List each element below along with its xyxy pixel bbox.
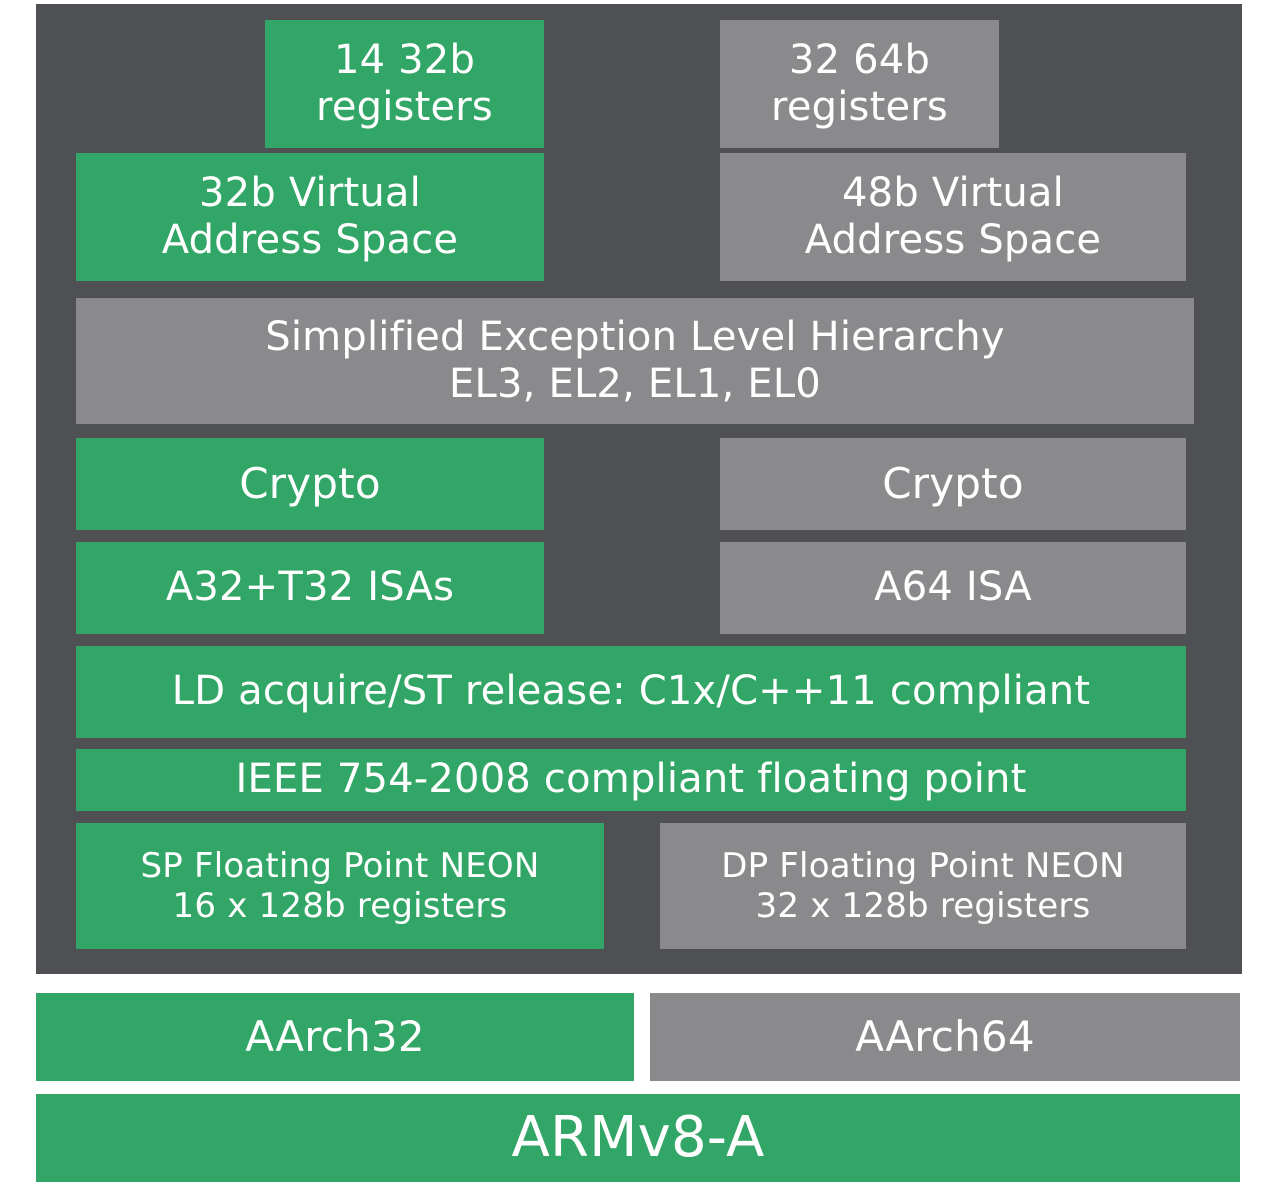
dp-neon-block: DP Floating Point NEON 32 x 128b registe… — [660, 823, 1186, 949]
crypto-64-block: Crypto — [720, 438, 1186, 530]
aarch32-label: AArch32 — [245, 1012, 425, 1062]
aarch32-block: AArch32 — [36, 993, 634, 1081]
registers-64b-line1: 32 64b — [788, 36, 931, 83]
exception-level-block: Simplified Exception Level Hierarchy EL3… — [76, 298, 1194, 424]
registers-32b-block: 14 32b registers — [265, 20, 544, 148]
virtual-address-48b-block: 48b Virtual Address Space — [720, 153, 1186, 281]
sp-neon-line2: 16 x 128b registers — [172, 886, 508, 926]
sp-neon-block: SP Floating Point NEON 16 x 128b registe… — [76, 823, 604, 949]
virtual-address-32b-line2: Address Space — [161, 217, 459, 263]
ieee-floating-point-block: IEEE 754-2008 compliant floating point — [76, 749, 1186, 811]
exception-level-title: Simplified Exception Level Hierarchy — [265, 313, 1005, 360]
crypto-32-label: Crypto — [239, 459, 381, 509]
registers-64b-line2: registers — [771, 84, 948, 130]
isa-32-block: A32+T32 ISAs — [76, 542, 544, 634]
isa-32-label: A32+T32 ISAs — [165, 564, 455, 611]
crypto-32-block: Crypto — [76, 438, 544, 530]
exception-level-list: EL3, EL2, EL1, EL0 — [449, 361, 821, 407]
aarch64-label: AArch64 — [855, 1012, 1035, 1062]
dp-neon-line1: DP Floating Point NEON — [721, 845, 1125, 886]
registers-64b-block: 32 64b registers — [720, 20, 999, 148]
ld-st-compliance-block: LD acquire/ST release: C1x/C++11 complia… — [76, 646, 1186, 738]
armv8-a-block: ARMv8-A — [36, 1094, 1240, 1182]
virtual-address-48b-line1: 48b Virtual — [842, 169, 1064, 216]
registers-32b-line2: registers — [316, 84, 493, 130]
registers-32b-line1: 14 32b — [333, 36, 476, 83]
dp-neon-line2: 32 x 128b registers — [755, 886, 1091, 926]
virtual-address-32b-block: 32b Virtual Address Space — [76, 153, 544, 281]
ieee-floating-point-label: IEEE 754-2008 compliant floating point — [235, 756, 1027, 803]
armv8-a-label: ARMv8-A — [511, 1104, 765, 1170]
virtual-address-48b-line2: Address Space — [804, 217, 1102, 263]
sp-neon-line1: SP Floating Point NEON — [140, 845, 540, 886]
virtual-address-32b-line1: 32b Virtual — [199, 169, 421, 216]
ld-st-compliance-label: LD acquire/ST release: C1x/C++11 complia… — [171, 668, 1091, 715]
isa-64-label: A64 ISA — [874, 564, 1032, 611]
crypto-64-label: Crypto — [882, 459, 1024, 509]
isa-64-block: A64 ISA — [720, 542, 1186, 634]
aarch64-block: AArch64 — [650, 993, 1240, 1081]
